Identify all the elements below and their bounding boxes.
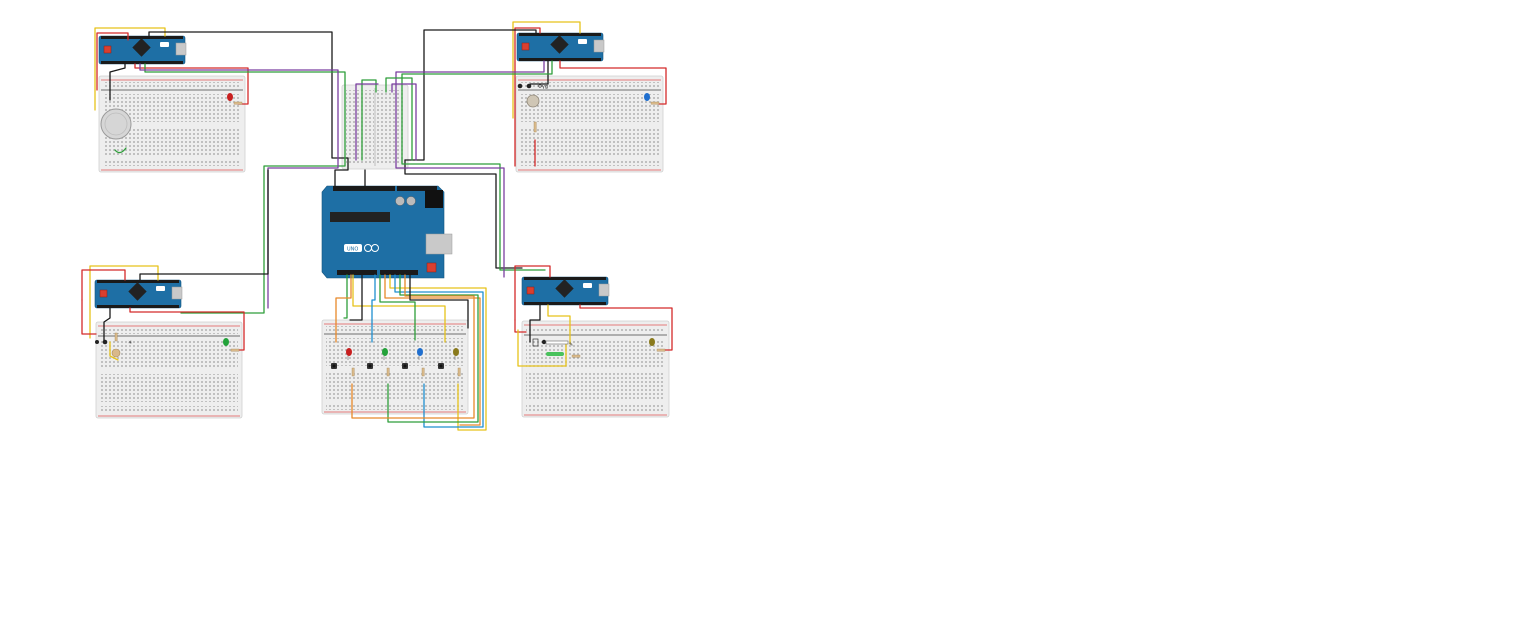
led-olive-bottom-right[interactable] — [649, 338, 666, 352]
breadboard-bottom-left[interactable] — [95, 321, 243, 419]
resistor — [351, 367, 355, 377]
resistor — [533, 121, 537, 133]
sensor-bottom-right[interactable]: ✎ — [532, 338, 581, 358]
center-buttons — [331, 363, 444, 369]
sensor-label: Φγg — [538, 84, 548, 90]
led-green[interactable] — [382, 348, 388, 360]
wires — [81, 21, 673, 431]
led-blue[interactable] — [417, 348, 423, 360]
led-red[interactable] — [346, 348, 352, 360]
pushbutton-4[interactable] — [438, 363, 444, 369]
led-red-top-left[interactable] — [227, 93, 243, 105]
breadboard-center-top[interactable] — [341, 84, 409, 170]
resistor — [386, 367, 390, 377]
breadboard-bottom-right[interactable] — [521, 320, 670, 418]
arduino-uno-board[interactable]: UNO — [321, 185, 453, 279]
pencil-icon: ✎ — [569, 342, 573, 348]
uno-logo: UNO — [344, 244, 379, 253]
resistor — [421, 367, 425, 377]
sensor-bottom-left[interactable]: ✳ — [95, 332, 132, 358]
light-icon: ✳ — [128, 340, 132, 346]
pushbutton-3[interactable] — [402, 363, 408, 369]
arduino-micro-top-right[interactable] — [516, 32, 605, 62]
arduino-micro-bottom-left[interactable] — [94, 279, 183, 309]
led-green-bottom-left[interactable] — [223, 338, 240, 352]
pushbutton-1[interactable] — [331, 363, 337, 369]
uno-logo-text: UNO — [347, 247, 358, 253]
breadboard-bottom-center[interactable] — [321, 319, 469, 415]
breadboard-top-left[interactable] — [98, 75, 246, 173]
sensor-top-right[interactable]: Φγg — [517, 83, 548, 108]
pushbutton-2[interactable] — [367, 363, 373, 369]
arduino-micro-bottom-right[interactable] — [521, 276, 610, 306]
led-olive[interactable] — [453, 348, 459, 360]
center-leds — [346, 348, 459, 360]
resistor — [457, 367, 461, 377]
center-resistors — [351, 367, 461, 377]
arduino-micro-top-left[interactable] — [98, 35, 187, 65]
breadboard-top-right[interactable] — [515, 75, 664, 173]
led-blue-top-right[interactable] — [644, 93, 660, 105]
piezo-buzzer[interactable] — [100, 108, 132, 140]
